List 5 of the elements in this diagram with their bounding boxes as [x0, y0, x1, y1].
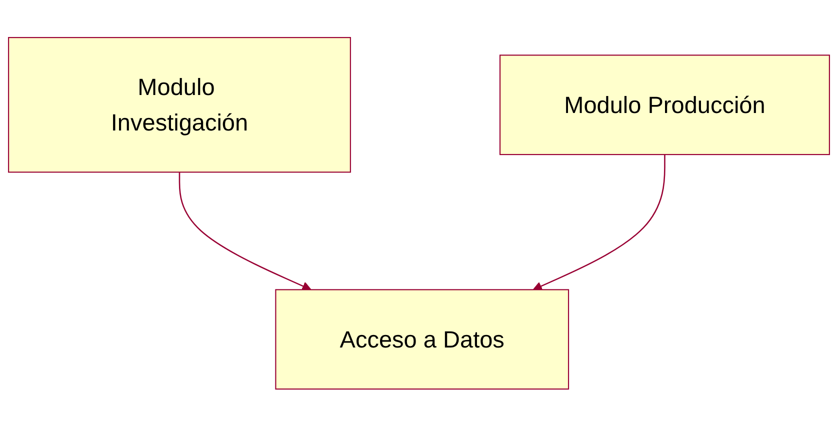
arrow: [532, 154, 666, 290]
node-box: Modulo Producción: [499, 54, 830, 155]
arrow: [178, 172, 312, 290]
node-box: Modulo Investigación: [8, 36, 351, 172]
node-box: Acceso a Datos: [275, 288, 570, 390]
